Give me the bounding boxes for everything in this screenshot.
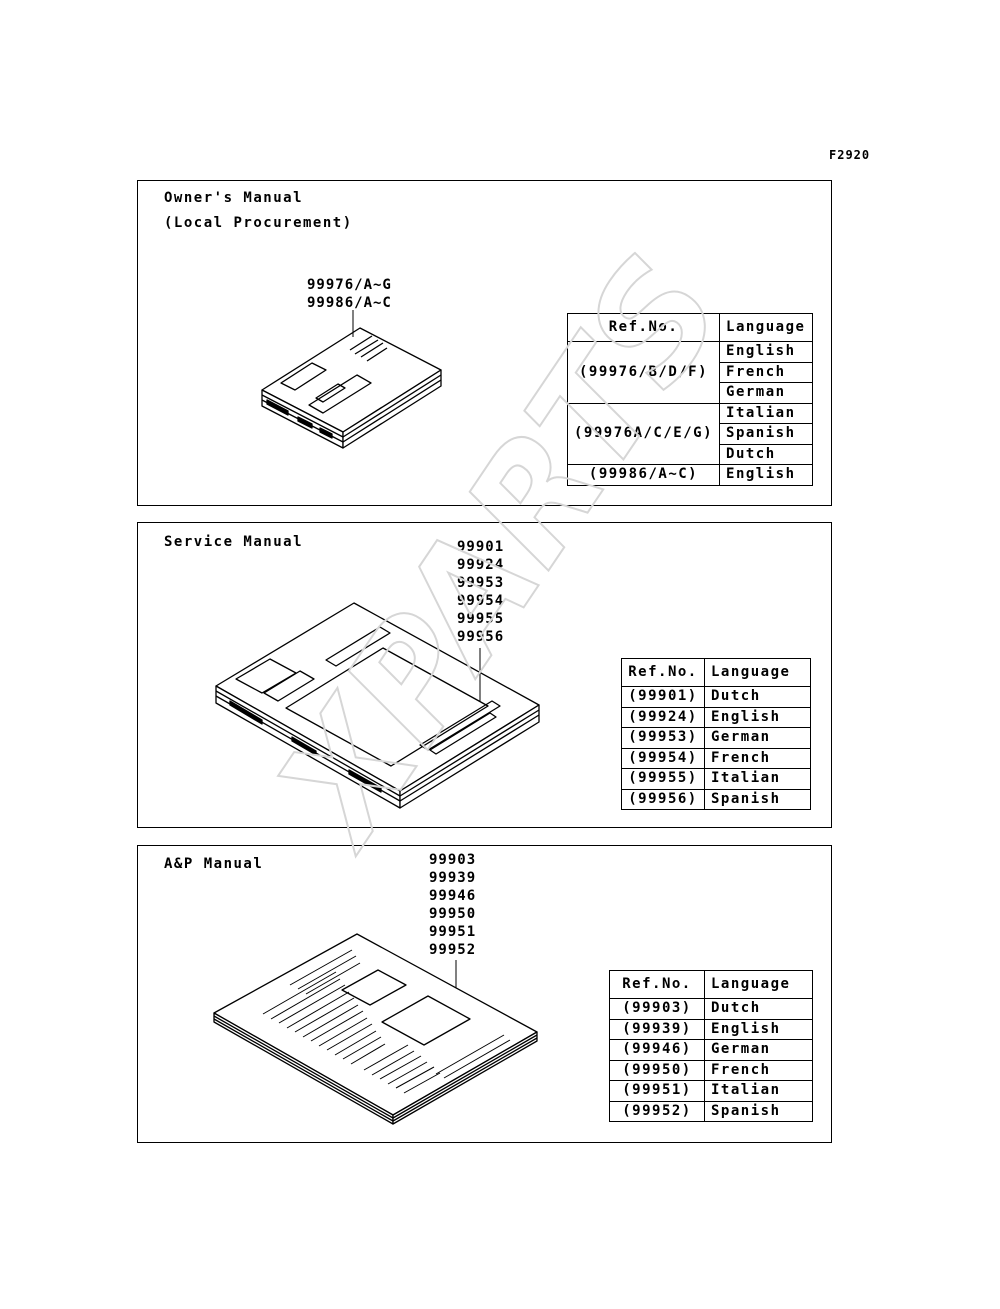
ap-callout-part-number: 99903 bbox=[429, 852, 477, 868]
language-cell: Italian bbox=[704, 768, 811, 790]
language-cell: Italian bbox=[719, 402, 813, 424]
table-row: (99954)French bbox=[621, 747, 811, 769]
table-header-row: Ref.No. Language bbox=[566, 313, 813, 342]
figure-code: F2920 bbox=[829, 148, 871, 162]
language-cell: French bbox=[704, 1059, 813, 1081]
table-row: Dutch bbox=[568, 443, 813, 465]
table-row: (99939)English bbox=[609, 1018, 813, 1040]
language-cell: English bbox=[719, 341, 813, 363]
language-header: Language bbox=[704, 658, 811, 687]
ap-callout-part-number: 99939 bbox=[429, 870, 477, 886]
language-cell: French bbox=[704, 747, 811, 769]
ref-no-header: Ref.No. bbox=[621, 658, 705, 687]
table-row: (99952)Spanish bbox=[609, 1100, 813, 1122]
service-manual-title: Service Manual bbox=[164, 534, 304, 550]
service-callout-part-number: 99901 bbox=[457, 539, 505, 555]
table-row: (99946)German bbox=[609, 1039, 813, 1061]
ap-callout-part-number: 99946 bbox=[429, 888, 477, 904]
table-row: (99924)English bbox=[621, 706, 811, 728]
ref-number-cell: (99951) bbox=[609, 1080, 705, 1102]
ref-no-header: Ref.No. bbox=[566, 313, 721, 342]
ap-manual-panel: A&P Manual bbox=[137, 845, 832, 1143]
ap-manual-callout-numbers: 99903 99939 99946 99950 99951 99952 bbox=[429, 851, 476, 959]
language-cell: German bbox=[704, 727, 811, 749]
language-header: Language bbox=[704, 970, 813, 999]
ref-number-cell: (99952) bbox=[609, 1100, 705, 1122]
language-cell: English bbox=[704, 706, 811, 728]
ap-callout-part-number: 99951 bbox=[429, 924, 477, 940]
table-row: (99953)German bbox=[621, 727, 811, 749]
service-callout-part-number: 99924 bbox=[457, 557, 505, 573]
table-header-row: Ref.No. Language bbox=[621, 658, 811, 687]
owners-manual-title: Owner's Manual bbox=[164, 190, 304, 206]
table-row: (99976/B/D/F)English bbox=[566, 341, 813, 404]
owners-callout-part-number: 99976/A~G bbox=[307, 277, 392, 293]
table-row: (99903)Dutch bbox=[609, 998, 813, 1020]
table-row: (99901)Dutch bbox=[621, 686, 811, 708]
ref-no-header: Ref.No. bbox=[609, 970, 705, 999]
language-cell: German bbox=[704, 1039, 813, 1061]
table-row: (99986/A~C)English bbox=[566, 464, 813, 486]
ref-number-cell: (99954) bbox=[621, 747, 705, 769]
ap-callout-part-number: 99950 bbox=[429, 906, 477, 922]
table-header-row: Ref.No. Language bbox=[609, 970, 813, 999]
table-row: French bbox=[568, 361, 813, 383]
service-manual-reference-table: Ref.No. Language (99901)Dutch(99924)Engl… bbox=[621, 658, 811, 810]
service-callout-part-number: 99954 bbox=[457, 593, 505, 609]
owners-callout-part-number: 99986/A~C bbox=[307, 295, 392, 311]
table-row: (99955)Italian bbox=[621, 768, 811, 790]
language-header: Language bbox=[719, 313, 813, 342]
ref-number-cell: (99956) bbox=[621, 788, 705, 810]
service-manual-callout-numbers: 99901 99924 99953 99954 99955 99956 bbox=[457, 538, 504, 646]
table-row: (99951)Italian bbox=[609, 1080, 813, 1102]
owners-manual-callout-numbers: 99976/A~G 99986/A~C bbox=[307, 276, 392, 312]
ref-number-cell: (99976A/C/E/G) bbox=[566, 402, 721, 465]
ref-number-cell: (99976/B/D/F) bbox=[566, 341, 721, 404]
language-cell: Italian bbox=[704, 1080, 813, 1102]
ap-callout-part-number: 99952 bbox=[429, 942, 477, 958]
service-callout-part-number: 99955 bbox=[457, 611, 505, 627]
owners-manual-subtitle: (Local Procurement) bbox=[164, 215, 353, 231]
service-callout-part-number: 99953 bbox=[457, 575, 505, 591]
ap-manual-title: A&P Manual bbox=[164, 856, 264, 872]
ap-manual-sheet-illustration bbox=[213, 933, 538, 1125]
table-row: (99976A/C/E/G)Italian bbox=[566, 402, 813, 465]
language-cell: Dutch bbox=[719, 443, 813, 465]
owners-manual-panel: Owner's Manual (Local Procurement) bbox=[137, 180, 832, 506]
language-cell: English bbox=[704, 1018, 813, 1040]
service-manual-book-illustration bbox=[215, 602, 540, 809]
service-manual-panel: Service Manual bbox=[137, 522, 832, 828]
owners-manual-book-illustration bbox=[261, 310, 442, 449]
table-row: (99956)Spanish bbox=[621, 788, 811, 810]
service-callout-part-number: 99956 bbox=[457, 629, 505, 645]
language-cell: Spanish bbox=[704, 788, 811, 810]
language-cell: English bbox=[719, 464, 813, 486]
language-cell: Spanish bbox=[704, 1100, 813, 1122]
language-cell: French bbox=[719, 361, 813, 383]
ap-manual-reference-table: Ref.No. Language (99903)Dutch(99939)Engl… bbox=[609, 970, 813, 1122]
ref-number-cell: (99986/A~C) bbox=[566, 464, 721, 486]
